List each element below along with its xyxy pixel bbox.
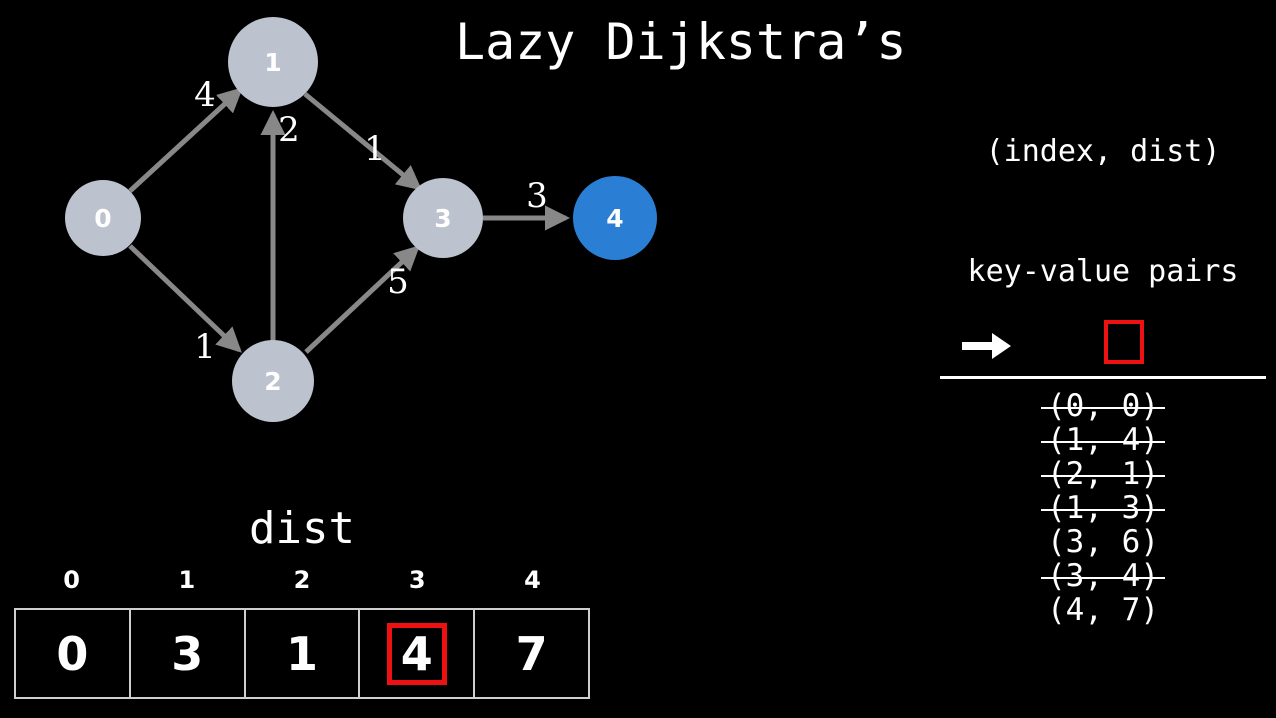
kv-header-line1: (index, dist)	[985, 134, 1221, 169]
kv-panel-header: (index, dist) key-value pairs	[930, 52, 1276, 372]
dist-index-header: 0 1 2 3 4	[14, 566, 590, 594]
node-label-3: 3	[434, 204, 451, 233]
edge-weight-0-2: 1	[194, 327, 216, 367]
dist-cell-value: 4	[400, 626, 433, 681]
node-label-2: 2	[264, 367, 281, 396]
node-circle-3[interactable]	[403, 178, 483, 258]
kv-row-text: (3, 6)	[1047, 524, 1159, 560]
dist-index-label: 2	[293, 566, 311, 594]
node-label-0: 0	[94, 204, 111, 233]
kv-row[interactable]: (2, 1)	[930, 457, 1276, 491]
kv-row[interactable]: (4, 7)	[930, 593, 1276, 627]
node-label-4: 4	[606, 204, 623, 233]
node-circle-1[interactable]	[228, 17, 318, 107]
graph-edge-weights: 4 1 2 1 5 3	[194, 75, 548, 367]
dist-cell[interactable]: 7	[475, 610, 588, 697]
dist-cell[interactable]: 1	[246, 610, 361, 697]
graph-node-0[interactable]: 0	[65, 180, 141, 256]
kv-row[interactable]: (1, 4)	[930, 423, 1276, 457]
dist-cell-highlighted[interactable]: 4	[360, 610, 476, 697]
edge-weight-3-4: 3	[526, 176, 548, 216]
kv-row[interactable]: (3, 4)	[930, 559, 1276, 593]
priority-queue-panel: (index, dist) key-value pairs (0, 0) (1,…	[930, 52, 1276, 627]
dist-cell[interactable]: 0	[16, 610, 131, 697]
kv-row-text: (1, 3)	[1041, 490, 1165, 526]
node-circle-4[interactable]	[573, 176, 657, 260]
dist-array-title: dist	[249, 503, 355, 554]
dist-cell-value: 3	[171, 626, 204, 681]
edge-weight-1-3: 1	[364, 129, 386, 169]
kv-row-text: (2, 1)	[1041, 456, 1165, 492]
dist-cell-value: 7	[515, 626, 548, 681]
kv-value-highlight-box	[1104, 320, 1144, 364]
graph-node-1[interactable]: 1	[228, 17, 318, 107]
edge-weight-0-1: 4	[194, 75, 216, 115]
kv-row[interactable]: (0, 0)	[930, 389, 1276, 423]
edge-0-1	[128, 87, 243, 193]
graph-edges	[128, 87, 571, 354]
dist-index-label: 3	[408, 566, 426, 594]
kv-header-line2: key-value pairs	[967, 254, 1239, 289]
dist-cell-highlight-box	[386, 622, 447, 685]
kv-row-list: (0, 0) (1, 4) (2, 1) (1, 3) (3, 6) (3, 4…	[930, 389, 1276, 627]
kv-row-text: (3, 4)	[1041, 558, 1165, 594]
dist-index-label: 1	[178, 566, 196, 594]
edge-0-2	[128, 244, 242, 353]
graph-node-3[interactable]: 3	[403, 178, 483, 258]
node-label-1: 1	[264, 48, 281, 77]
kv-header-divider	[940, 376, 1266, 379]
edge-weight-2-1: 2	[278, 110, 300, 150]
dist-cell-value: 1	[285, 626, 318, 681]
page-title: Lazy Dijkstra’s	[455, 13, 907, 71]
kv-row-text: (4, 7)	[1047, 592, 1159, 628]
node-circle-0[interactable]	[65, 180, 141, 256]
edge-1-3	[303, 92, 423, 191]
node-circle-2[interactable]	[232, 340, 314, 422]
right-arrow-icon	[962, 333, 1011, 359]
dist-cell-value: 0	[56, 626, 89, 681]
kv-row-text: (0, 0)	[1041, 388, 1165, 424]
edge-weight-2-3: 5	[387, 262, 409, 302]
graph-node-2[interactable]: 2	[232, 340, 314, 422]
dist-index-label: 4	[524, 566, 541, 594]
graph-diagram: 4 1 2 1 5 3 0 1 2 3 4	[65, 17, 657, 422]
edge-2-3	[304, 245, 420, 354]
kv-row-current[interactable]: (3, 6)	[930, 525, 1276, 559]
kv-row-text: (1, 4)	[1041, 422, 1165, 458]
dist-array-table: 0 3 1 4 7	[14, 608, 590, 699]
kv-row[interactable]: (1, 3)	[930, 491, 1276, 525]
dist-cell[interactable]: 3	[131, 610, 246, 697]
graph-node-4[interactable]: 4	[573, 176, 657, 260]
dist-index-label: 0	[63, 566, 80, 594]
